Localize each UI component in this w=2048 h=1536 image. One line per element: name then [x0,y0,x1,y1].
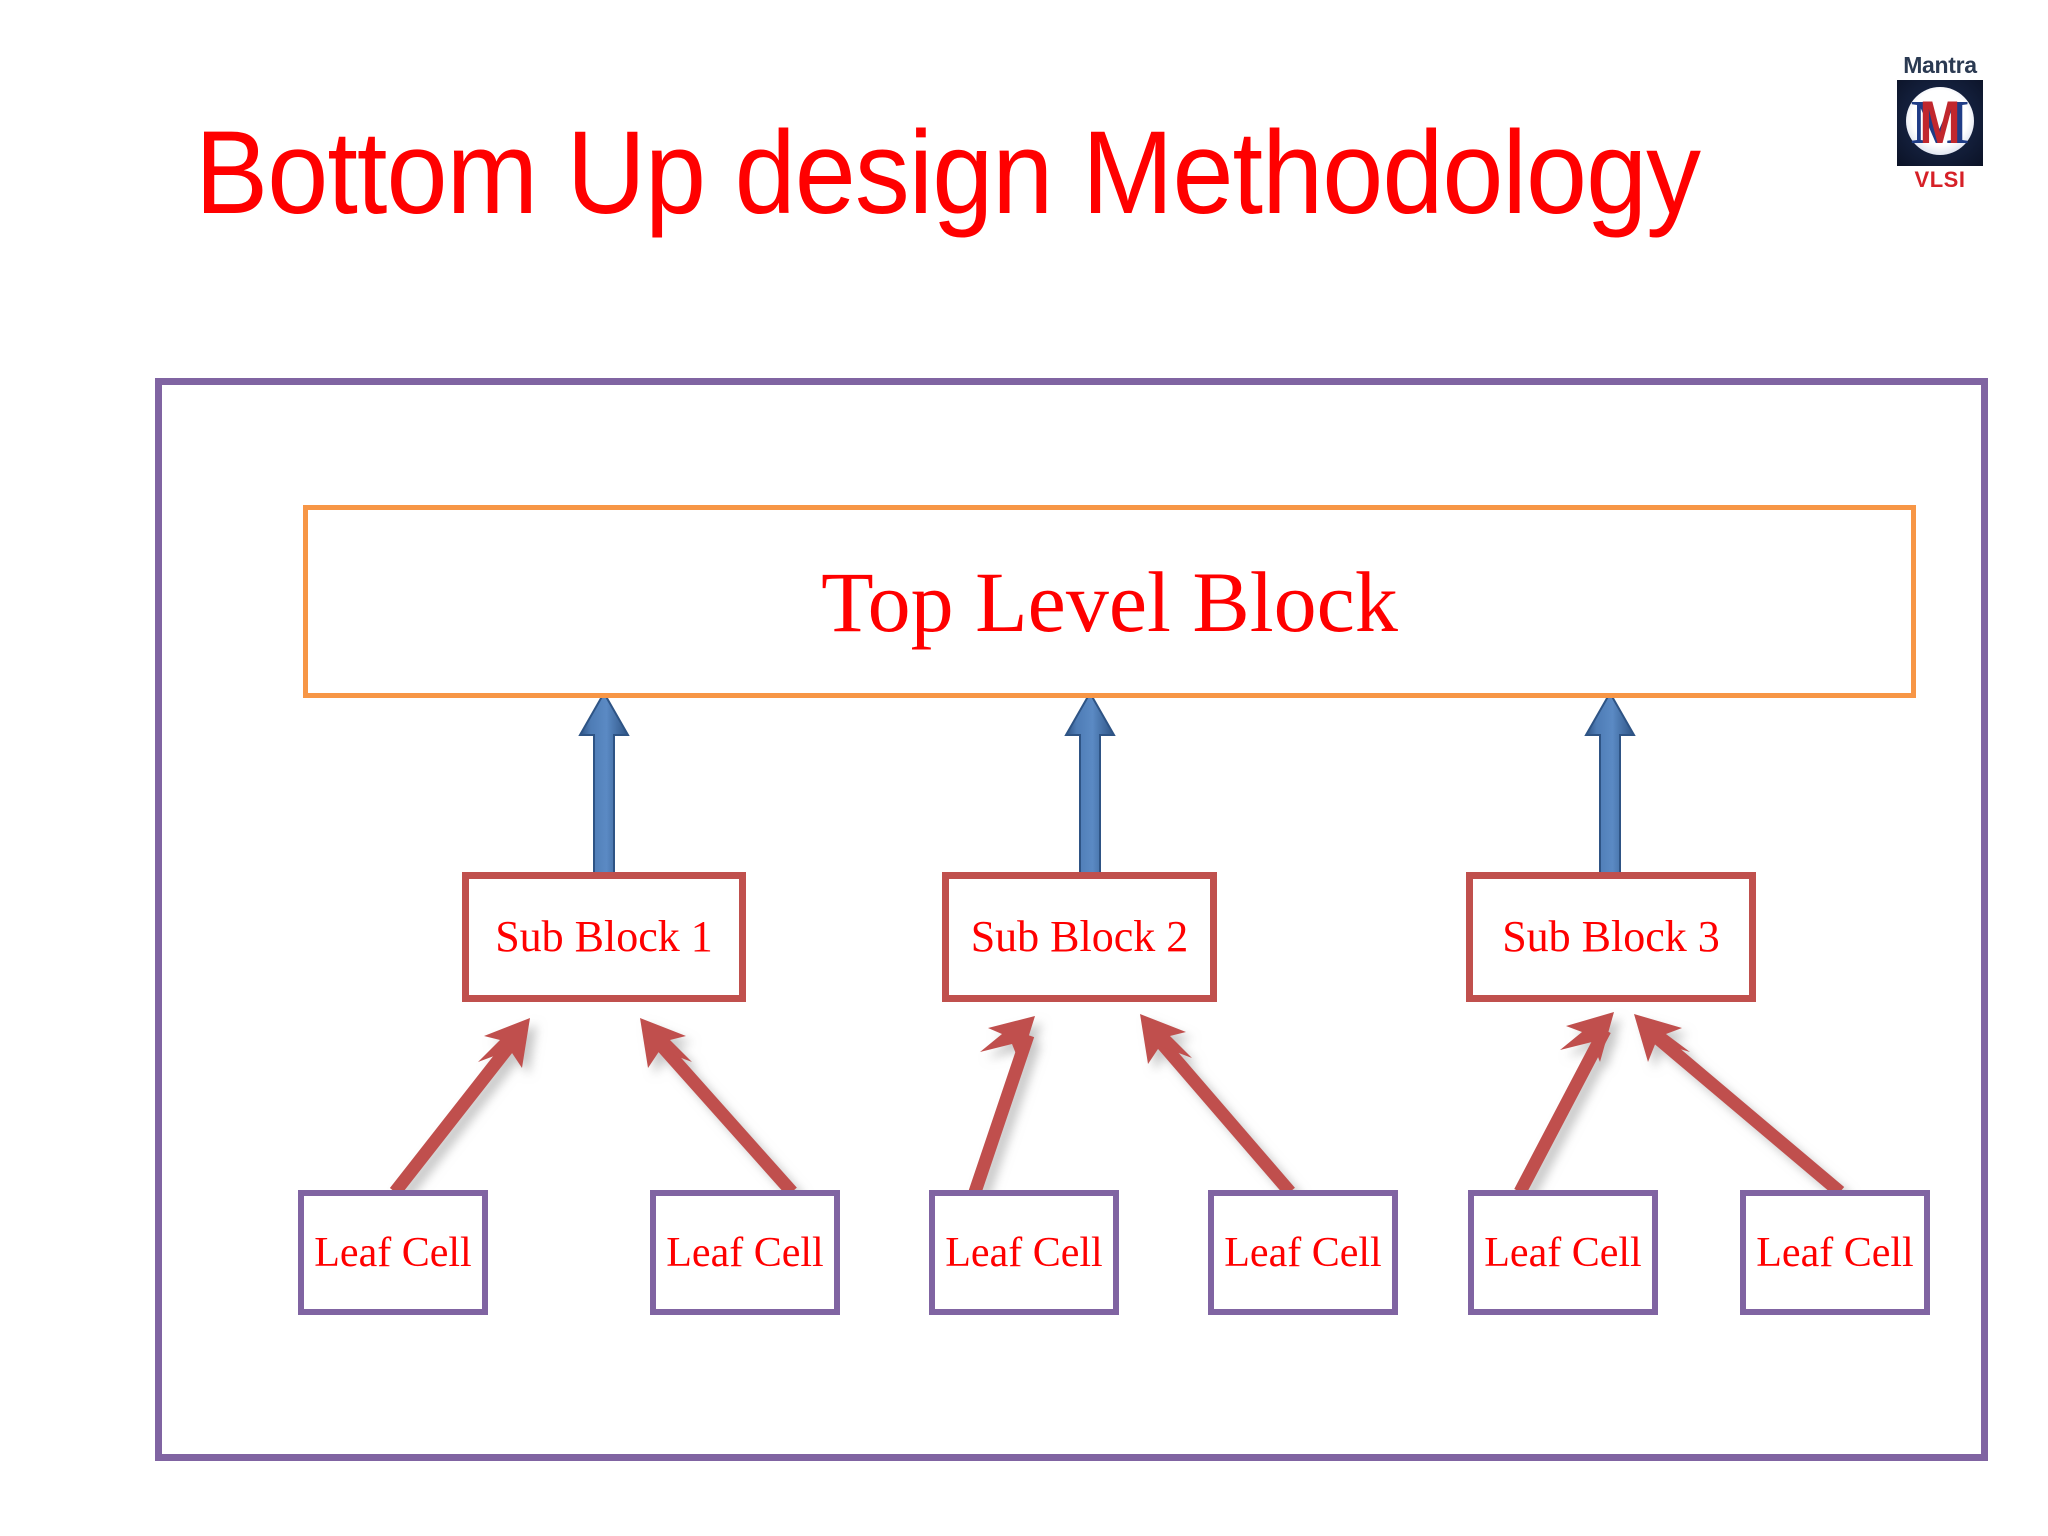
sub-block-1[interactable]: Sub Block 1 [462,872,746,1002]
leaf-cell-3[interactable]: Leaf Cell [929,1190,1119,1315]
sub-block-2[interactable]: Sub Block 2 [942,872,1217,1002]
logo-subtitle: VLSI [1914,167,1966,192]
logo-monogram-icon: M M [1897,80,1983,166]
logo-wordmark: Mantra [1903,52,1977,78]
sub-block-3[interactable]: Sub Block 3 [1466,872,1756,1002]
logo-letter-red: M [1919,89,1961,156]
leaf-cell-1[interactable]: Leaf Cell [298,1190,488,1315]
leaf-cell-5[interactable]: Leaf Cell [1468,1190,1658,1315]
leaf-cell-2[interactable]: Leaf Cell [650,1190,840,1315]
diagram-container [155,378,1988,1461]
leaf-cell-6[interactable]: Leaf Cell [1740,1190,1930,1315]
logo-letter-blue: M [1910,89,1970,157]
page-title: Bottom Up design Methodology [195,107,1701,239]
top-level-block[interactable]: Top Level Block [303,505,1916,698]
logo-disc-icon [1906,87,1974,155]
leaf-cell-4[interactable]: Leaf Cell [1208,1190,1398,1315]
mantra-vlsi-logo: Mantra M M VLSI [1880,52,2000,207]
